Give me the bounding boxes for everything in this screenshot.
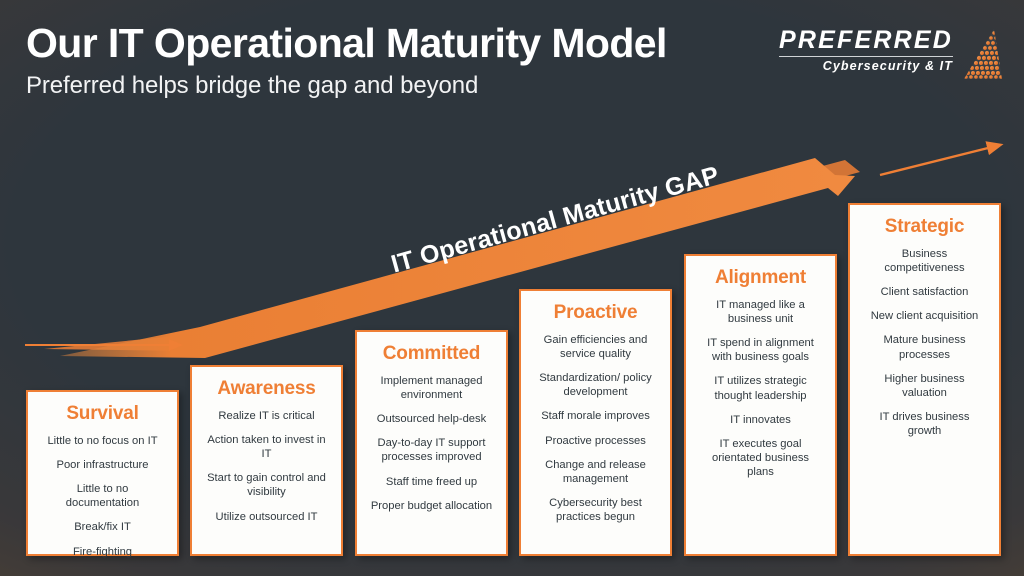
stage-card-alignment[interactable]: Alignment IT managed like a business uni… (684, 254, 837, 556)
stage-item: Business competitiveness (884, 248, 965, 275)
stage-item: IT spend in alignment with business goal… (707, 337, 814, 364)
stage-item: Change and release management (545, 458, 646, 485)
stage-card-strategic[interactable]: Strategic Business competitiveness Clien… (848, 203, 1001, 556)
stage-item: New client acquisition (870, 310, 979, 323)
stage-item: Proactive processes (545, 434, 646, 447)
stage-item: Day-to-day IT support processes improved (377, 437, 486, 464)
stage-item: Realize IT is critical (218, 410, 315, 422)
stage-card-awareness[interactable]: Awareness Realize IT is critical Action … (190, 365, 343, 556)
stage-item: Staff morale improves (541, 410, 650, 423)
stage-item: Client satisfaction (880, 286, 969, 299)
right-progress-arrow (879, 141, 1004, 177)
stage-item: Standardization/ policy development (539, 372, 652, 399)
stage-item: IT managed like a business unit (716, 299, 805, 326)
logo-divider (779, 56, 953, 57)
stage-item: Proper budget allocation (370, 499, 493, 512)
stage-item: IT utilizes strategic thought leadership (714, 375, 807, 402)
stage-item: Little to no focus on IT (47, 435, 158, 447)
header: Our IT Operational Maturity Model Prefer… (26, 20, 786, 100)
stage-item: Gain efficiencies and service quality (543, 334, 648, 361)
stage-title: Strategic (884, 216, 965, 237)
stage-title: Awareness (217, 378, 316, 399)
stage-item: Mature business processes (883, 334, 966, 361)
stage-item: IT drives business growth (879, 410, 970, 437)
stage-title: Survival (66, 403, 139, 424)
stage-item: Little to no documentation (65, 483, 140, 510)
stage-card-committed[interactable]: Committed Implement managed environment … (355, 330, 508, 556)
stage-item: Cybersecurity best practices begun (549, 496, 642, 523)
logo-company-name: PREFERRED (779, 26, 953, 54)
stage-item: Start to gain control and visibility (207, 472, 326, 499)
stage-card-proactive[interactable]: Proactive Gain efficiencies and service … (519, 289, 672, 556)
preferred-logo: PREFERRED Cybersecurity & IT (779, 28, 1002, 81)
stage-title: Proactive (553, 302, 638, 323)
stage-title: Alignment (714, 267, 807, 288)
stage-item: IT executes goal orientated business pla… (711, 437, 810, 478)
logo-wordmark: PREFERRED Cybersecurity & IT (779, 28, 953, 73)
stage-item: Break/fix IT (74, 521, 131, 534)
logo-triangle-mark (964, 29, 1002, 79)
page-subtitle: Preferred helps bridge the gap and beyon… (26, 72, 479, 100)
stage-item: Poor infrastructure (56, 459, 149, 472)
stage-item: Fire-fighting (72, 545, 133, 558)
page-title: Our IT Operational Maturity Model (26, 20, 667, 66)
logo-tagline: Cybersecurity & IT (822, 59, 953, 73)
stage-item: Staff time freed up (385, 475, 478, 488)
stage-card-survival[interactable]: Survival Little to no focus on IT Poor i… (26, 390, 179, 558)
banner-label: IT Operational Maturity GAP (388, 160, 723, 279)
stage-title: Committed (382, 343, 481, 364)
stage-item: Action taken to invest in IT (207, 434, 326, 461)
stage-item: Higher business valuation (884, 372, 965, 399)
stage-item: Outsourced help-desk (376, 413, 487, 426)
stage-item: Implement managed environment (380, 375, 483, 402)
stage-item: Utilize outsourced IT (215, 510, 318, 523)
stage-item: IT innovates (730, 413, 791, 426)
